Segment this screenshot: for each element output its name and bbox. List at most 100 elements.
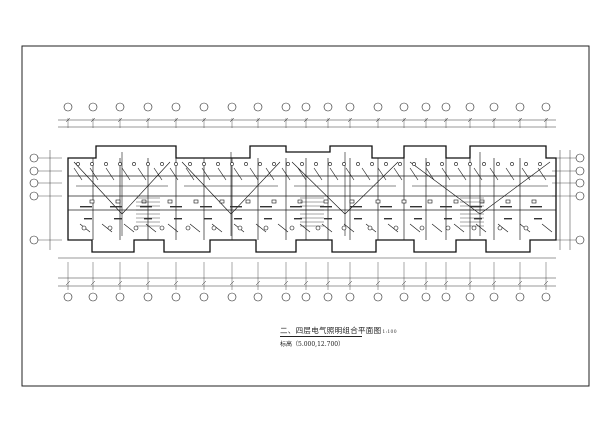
dimension-tick	[517, 280, 523, 286]
axis-bubble-top	[421, 102, 431, 112]
ceiling-light	[286, 162, 290, 166]
dimension-tick	[173, 280, 179, 286]
axis-bubble-bottom	[115, 292, 125, 302]
dimension-tick	[117, 117, 123, 123]
axis-bubble-left	[29, 153, 39, 163]
axis-bubble-top	[171, 102, 181, 112]
axis-bubble-bottom	[465, 292, 475, 302]
ceiling-light	[328, 162, 332, 166]
building-walls	[67, 145, 557, 253]
distribution-box	[89, 199, 95, 204]
dimension-tick	[375, 280, 381, 286]
wire-branch	[233, 167, 243, 181]
ceiling-light	[398, 162, 402, 166]
grid-lines	[38, 118, 576, 290]
wire-branch	[265, 167, 275, 181]
distribution-box	[479, 199, 485, 204]
ceiling-light	[244, 162, 248, 166]
ceiling-light	[482, 162, 486, 166]
axis-bubble-top	[465, 102, 475, 112]
ceiling-light	[445, 225, 451, 231]
dimension-tick	[65, 117, 71, 123]
dimension-tick	[201, 280, 207, 286]
dimension-tick	[423, 117, 429, 123]
wire-branch	[387, 223, 399, 233]
room-label-mark	[140, 206, 152, 208]
distribution-box	[271, 199, 277, 204]
ceiling-light	[412, 162, 416, 166]
axis-bubble-top	[541, 102, 551, 112]
wire-branch	[153, 167, 163, 181]
axis-bubble-bottom	[143, 292, 153, 302]
axis-bubble-top	[199, 102, 209, 112]
axis-bubble-top	[373, 102, 383, 112]
ceiling-light	[146, 162, 150, 166]
distribution-box	[427, 199, 433, 204]
wire-branch	[101, 223, 113, 233]
wire-branch	[297, 167, 307, 181]
wire-branch	[537, 167, 547, 181]
axis-bubble-top	[88, 102, 98, 112]
wire-branch	[393, 167, 403, 181]
drawing-title-block: 二、四层电气照明组合平面图1:100 标高（5.000,12.700）	[262, 325, 402, 357]
axis-bubble-left	[29, 166, 39, 176]
dimension-tick	[401, 117, 407, 123]
ceiling-light	[159, 225, 165, 231]
wire-run	[479, 161, 551, 215]
dimension-tick	[443, 117, 449, 123]
room-partitions	[68, 158, 556, 240]
room-label-mark	[230, 206, 242, 208]
room-label-mark	[290, 206, 302, 208]
ceiling-light	[497, 225, 503, 231]
wire-branch	[189, 223, 201, 233]
dimension-tick	[173, 117, 179, 123]
wire-run	[344, 161, 399, 215]
room-label-mark	[80, 206, 92, 208]
ceiling-light	[342, 162, 346, 166]
dimension-tick	[283, 117, 289, 123]
drawing-elevation: 标高（5.000,12.700）	[280, 341, 345, 348]
dimension-tick	[443, 280, 449, 286]
drawing-title: 二、四层电气照明组合平面图1:100	[280, 326, 397, 335]
wire-branch	[377, 167, 387, 181]
ceiling-light	[440, 162, 444, 166]
room-label-mark	[504, 218, 512, 220]
exterior-wall	[67, 145, 557, 253]
room-label-mark	[110, 206, 122, 208]
axis-bubble-bottom	[489, 292, 499, 302]
ceiling-light	[523, 225, 529, 231]
ceiling-light	[300, 162, 304, 166]
ceiling-light	[315, 225, 321, 231]
wire-branch	[167, 223, 179, 233]
ceiling-light	[81, 225, 87, 231]
ceiling-light	[263, 225, 269, 231]
axis-bubble-top	[323, 102, 333, 112]
room-label-mark	[320, 206, 332, 208]
dimension-tick	[467, 117, 473, 123]
wire-branch	[425, 167, 435, 181]
axis-bubble-bottom	[515, 292, 525, 302]
axis-bubble-bottom	[171, 292, 181, 302]
axis-bubble-bottom	[345, 292, 355, 302]
wire-branch	[123, 223, 135, 233]
wire-branch	[281, 167, 291, 181]
room-label-mark	[410, 206, 422, 208]
wire-branch	[409, 223, 421, 233]
wire-branch	[361, 167, 371, 181]
dimension-tick	[201, 117, 207, 123]
axis-bubble-right	[575, 191, 585, 201]
wire-run	[230, 161, 281, 215]
distribution-box	[167, 199, 173, 204]
distribution-box	[219, 199, 225, 204]
room-label-mark	[144, 218, 152, 220]
wire-branch	[441, 167, 451, 181]
ceiling-light	[104, 162, 108, 166]
room-label-mark	[534, 218, 542, 220]
room-label-mark	[414, 218, 422, 220]
axis-bubble-bottom	[421, 292, 431, 302]
wire-branch	[89, 167, 99, 181]
ceiling-light	[202, 162, 206, 166]
ceiling-light	[90, 162, 94, 166]
